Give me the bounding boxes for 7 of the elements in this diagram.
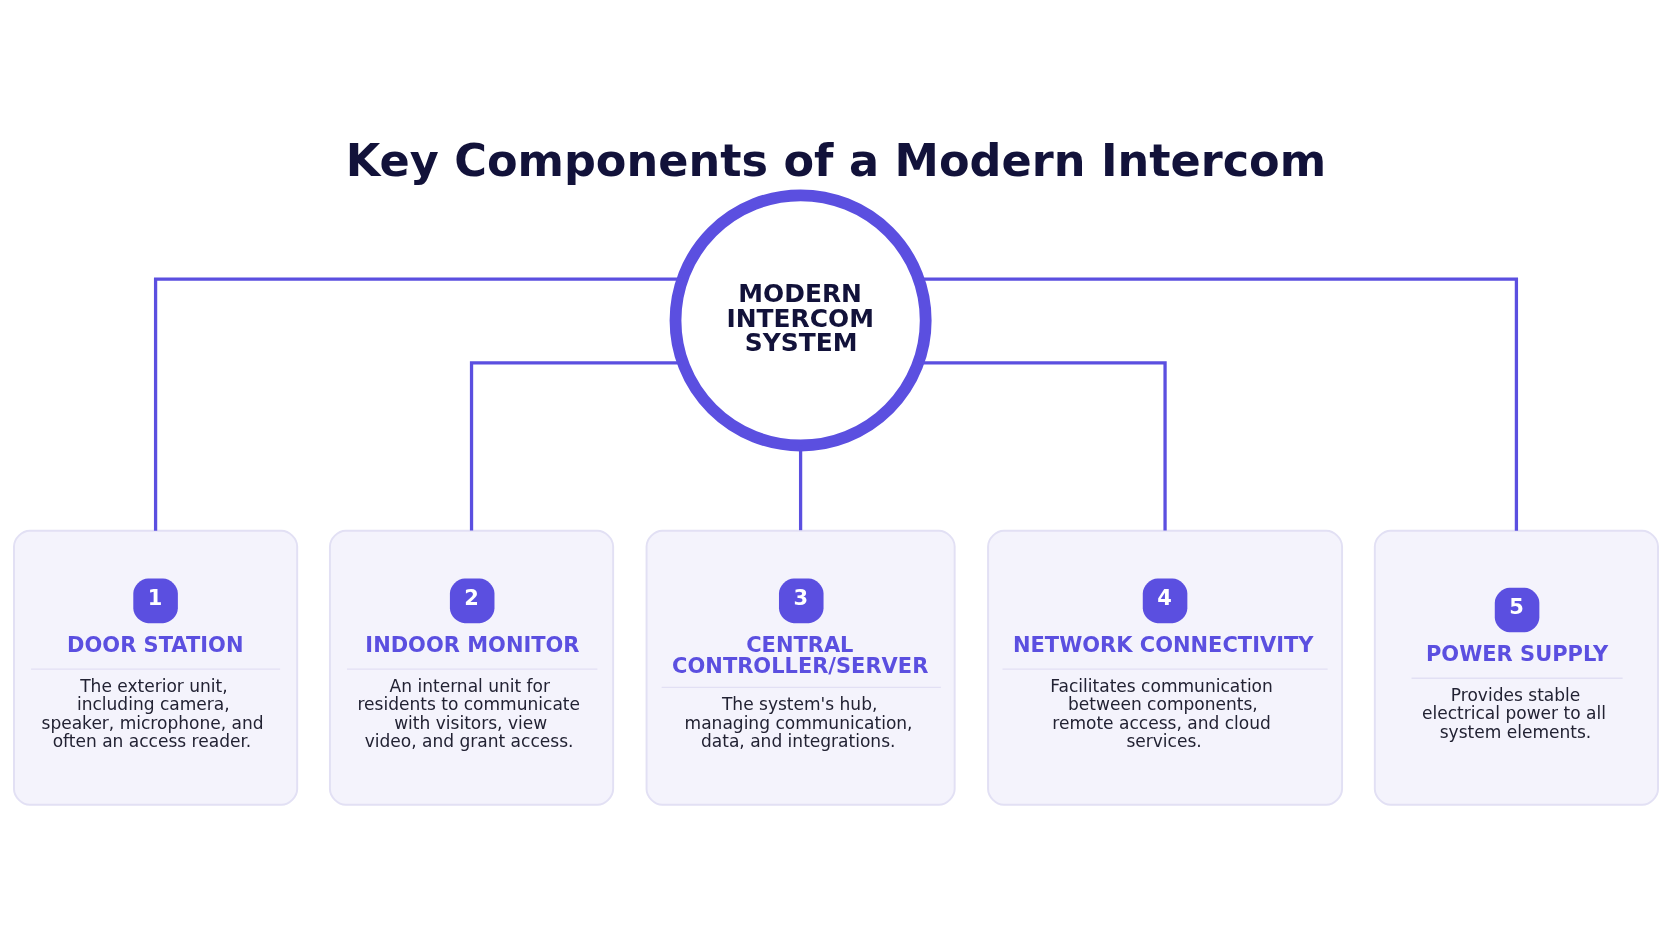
node-circle: MODERN INTERCOM SYSTEM xyxy=(669,189,932,452)
node-box: 1 DOOR STATION The exterior unit, including camera, speaker, microphone, and often an access reader. xyxy=(13,529,299,806)
node-box: 3 CENTRAL CONTROLLER/SERVER The system's hub, managing communication, data, and integrations. xyxy=(645,529,956,806)
diagram-title: Key Components of a Modern Intercom xyxy=(345,134,1327,187)
node-box: 5 POWER SUPPLY Provides stable electrical power to all system elements. xyxy=(1373,529,1659,806)
node-box: 4 NETWORK CONNECTIVITY Facilitates communication between components, remote access, and cloud services. xyxy=(987,529,1344,806)
node-box: 2 INDOOR MONITOR An internal unit for residents to communicate with visitors, view video, and grant access. xyxy=(328,529,615,806)
